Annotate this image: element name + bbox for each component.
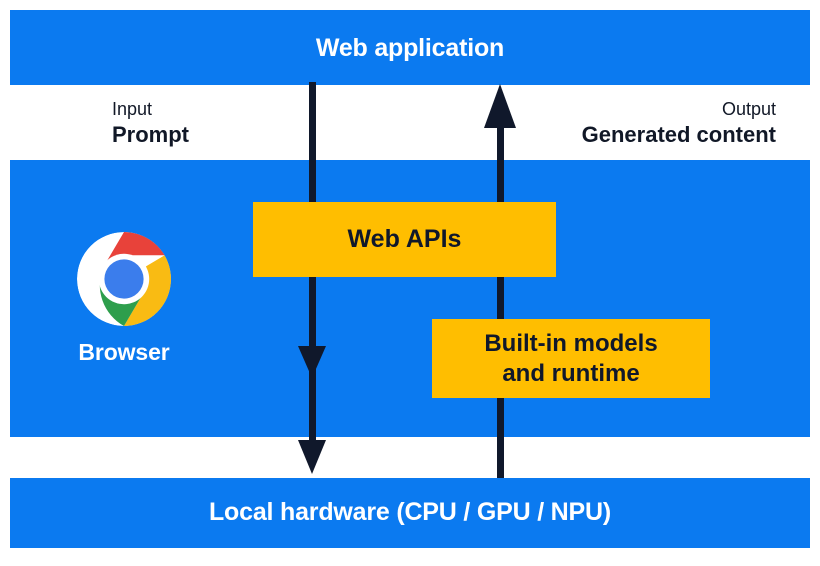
- flow-output-kind: Output: [721, 99, 776, 119]
- band-local-hardware-label: Local hardware (CPU / GPU / NPU): [208, 498, 611, 526]
- box-builtin-models[interactable]: Built-in models and runtime: [432, 319, 710, 398]
- flow-label-input: Input Prompt: [112, 100, 189, 148]
- flow-input-kind: Input: [112, 99, 153, 119]
- chrome-logo-icon: [77, 232, 171, 326]
- flow-label-output: Output Generated content: [582, 100, 776, 148]
- band-local-hardware: Local hardware (CPU / GPU / NPU): [10, 478, 810, 548]
- arrow-up-output-icon: [484, 84, 516, 478]
- band-browser-label: Browser: [78, 339, 170, 365]
- flow-output-value: Generated content: [581, 121, 776, 147]
- box-builtin-models-label: Built-in models and runtime: [484, 329, 658, 387]
- band-web-application-label: Web application: [315, 34, 505, 62]
- band-web-application: Web application: [10, 10, 810, 85]
- arrow-down-input-icon: [298, 82, 326, 474]
- box-web-apis-label: Web APIs: [347, 224, 462, 253]
- flow-input-value: Prompt: [112, 121, 189, 147]
- box-web-apis[interactable]: Web APIs: [253, 202, 556, 277]
